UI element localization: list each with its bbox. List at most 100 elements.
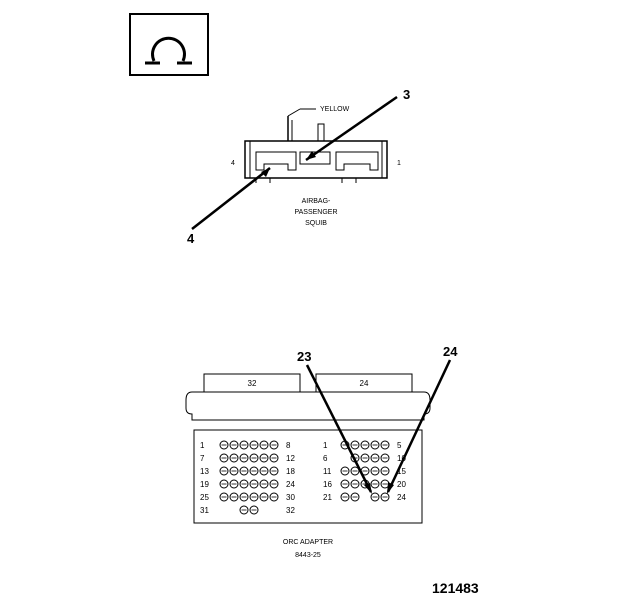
terminal-circle bbox=[370, 466, 380, 476]
connector-housing bbox=[244, 140, 388, 179]
terminal-circle bbox=[249, 479, 259, 489]
left-row-3-start: 13 bbox=[200, 467, 209, 476]
left-row-1-start: 1 bbox=[200, 441, 205, 450]
terminal-circle bbox=[350, 492, 360, 502]
callout-3-leader bbox=[305, 95, 398, 162]
left-row-6-end: 32 bbox=[286, 506, 295, 515]
left-row-1-end: 8 bbox=[286, 441, 291, 450]
terminal-circle bbox=[360, 440, 370, 450]
terminal-circle bbox=[249, 466, 259, 476]
end-label-right: 1 bbox=[397, 160, 401, 167]
terminal-circle bbox=[239, 466, 249, 476]
right-row-2-start: 6 bbox=[323, 454, 328, 463]
terminal-circle bbox=[219, 440, 229, 450]
terminal-circle bbox=[340, 479, 350, 489]
terminal-circle bbox=[229, 466, 239, 476]
cavity-center bbox=[299, 151, 331, 165]
right-row-4-end: 20 bbox=[397, 480, 406, 489]
terminal-circle bbox=[229, 492, 239, 502]
airbag-squib-connector: YELLOW 4 1 AIRBAG- PASSENGER SQUIB 3 4 bbox=[187, 87, 410, 246]
connector-name-line-1: AIRBAG- bbox=[302, 198, 331, 205]
left-row-2-end: 12 bbox=[286, 454, 295, 463]
terminal-circle bbox=[380, 453, 390, 463]
left-row-5-end: 30 bbox=[286, 493, 295, 502]
left-row-4-start: 19 bbox=[200, 480, 209, 489]
connector-name-line-3: SQUIB bbox=[305, 220, 327, 227]
terminal-circle bbox=[239, 479, 249, 489]
terminal-circle bbox=[380, 492, 390, 502]
left-row-6-start: 31 bbox=[200, 506, 209, 515]
orc-adapter: 32 24 1 8 7 12 13 18 19 24 25 30 31 32 1… bbox=[185, 344, 458, 559]
terminal-circle bbox=[239, 492, 249, 502]
terminal-circle bbox=[370, 453, 380, 463]
right-row-3-end: 15 bbox=[397, 467, 406, 476]
terminal-circle bbox=[380, 466, 390, 476]
connector-name-line-2: PASSENGER bbox=[294, 209, 337, 216]
right-row-2-end: 10 bbox=[397, 454, 406, 463]
terminal-circle bbox=[249, 440, 259, 450]
terminal-circle bbox=[380, 440, 390, 450]
terminal-circle bbox=[239, 440, 249, 450]
right-row-1-start: 1 bbox=[323, 441, 328, 450]
right-row-5-end: 24 bbox=[397, 493, 406, 502]
callout-23-leader bbox=[305, 364, 373, 493]
terminal-circle bbox=[239, 453, 249, 463]
top-tab-left-label: 32 bbox=[248, 379, 257, 388]
adapter-name: ORC ADAPTER bbox=[283, 539, 333, 546]
terminal-grid bbox=[219, 440, 390, 515]
callout-23: 23 bbox=[297, 349, 311, 364]
callout-4-leader bbox=[191, 167, 271, 230]
terminal-circle bbox=[239, 505, 249, 515]
right-row-4-start: 16 bbox=[323, 480, 332, 489]
terminal-circle bbox=[370, 492, 380, 502]
callout-4-arrowhead bbox=[261, 168, 270, 177]
terminal-circle bbox=[350, 440, 360, 450]
terminal-circle bbox=[340, 492, 350, 502]
callout-23-arrowhead bbox=[364, 483, 372, 494]
terminal-circle bbox=[269, 440, 279, 450]
right-row-1-end: 5 bbox=[397, 441, 402, 450]
terminal-circle bbox=[269, 466, 279, 476]
terminal-circle bbox=[249, 492, 259, 502]
terminal-circle bbox=[219, 466, 229, 476]
right-row-5-start: 21 bbox=[323, 493, 332, 502]
end-label-left: 4 bbox=[231, 160, 235, 167]
cavity-right bbox=[335, 151, 379, 171]
top-tab-right-label: 24 bbox=[360, 379, 369, 388]
left-row-3-end: 18 bbox=[286, 467, 295, 476]
wire-color-label: YELLOW bbox=[320, 106, 350, 113]
callout-4: 4 bbox=[187, 231, 195, 246]
terminal-circle bbox=[219, 453, 229, 463]
terminal-circle bbox=[259, 479, 269, 489]
left-row-4-end: 24 bbox=[286, 480, 295, 489]
terminal-circle bbox=[269, 492, 279, 502]
terminal-circle bbox=[259, 440, 269, 450]
terminal-circle bbox=[229, 453, 239, 463]
callout-3-arrowhead bbox=[306, 151, 316, 160]
right-row-3-start: 11 bbox=[323, 467, 332, 476]
left-row-2-start: 7 bbox=[200, 454, 205, 463]
terminal-circle bbox=[370, 440, 380, 450]
callout-24-leader bbox=[386, 359, 452, 493]
terminal-circle bbox=[259, 492, 269, 502]
ohm-omega-icon bbox=[145, 36, 192, 65]
terminal-circle bbox=[370, 479, 380, 489]
terminal-circle bbox=[219, 492, 229, 502]
terminal-circle bbox=[350, 466, 360, 476]
terminal-circle bbox=[350, 479, 360, 489]
terminal-circle bbox=[249, 505, 259, 515]
terminal-circle bbox=[229, 440, 239, 450]
figure-id: 121483 bbox=[432, 580, 479, 596]
ohm-symbol-box bbox=[129, 13, 209, 76]
terminal-circle bbox=[259, 453, 269, 463]
terminal-circle bbox=[340, 466, 350, 476]
callout-3: 3 bbox=[403, 87, 410, 102]
terminal-circle bbox=[219, 479, 229, 489]
left-row-5-start: 25 bbox=[200, 493, 209, 502]
terminal-circle bbox=[269, 453, 279, 463]
cavity-left bbox=[255, 151, 297, 171]
adapter-part-number: 8443-25 bbox=[295, 552, 321, 559]
adapter-body bbox=[193, 429, 423, 524]
terminal-circle bbox=[249, 453, 259, 463]
